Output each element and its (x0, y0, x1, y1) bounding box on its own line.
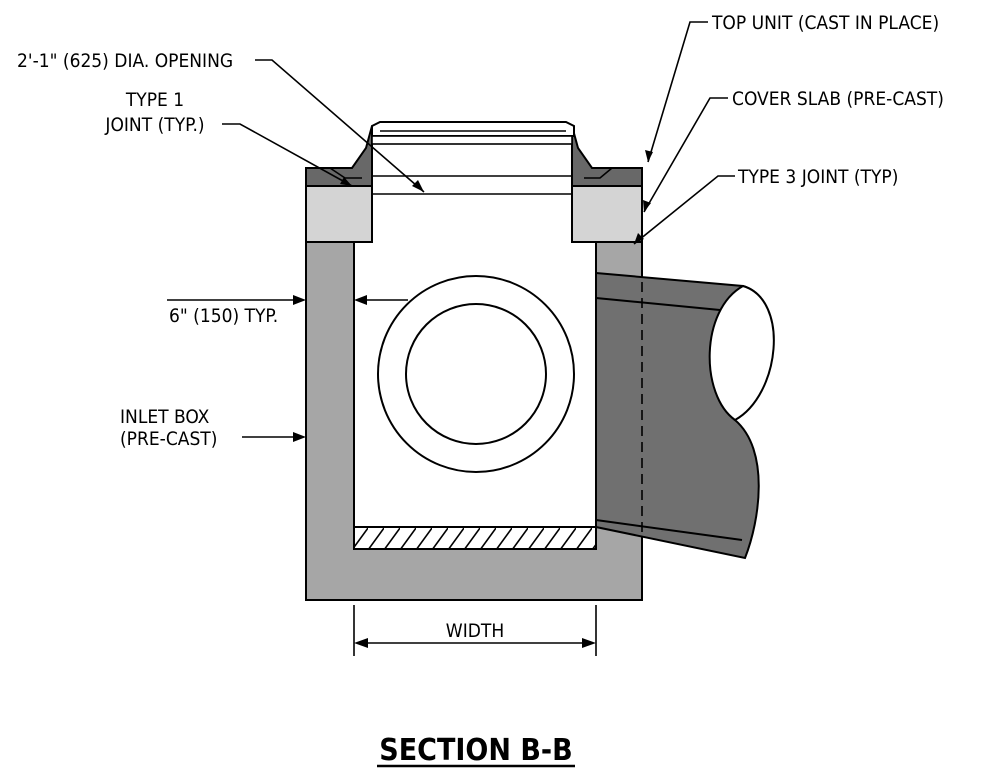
drawing-title: SECTION B-B (379, 733, 572, 768)
label-wall-thickness: 6" (150) TYP. (169, 305, 278, 327)
label-width: WIDTH (446, 620, 504, 642)
label-top-unit: TOP UNIT (CAST IN PLACE) (711, 12, 939, 34)
label-type3-joint: TYPE 3 JOINT (TYP) (737, 166, 898, 188)
label-type1-line1: TYPE 1 (125, 89, 184, 111)
pipe-end-opening (708, 284, 775, 422)
label-opening: 2'-1" (625) DIA. OPENING (17, 50, 233, 72)
top-unit-left (305, 125, 373, 187)
label-inlet-box-line2: (PRE-CAST) (120, 428, 217, 450)
cover-slab-right (571, 185, 643, 243)
label-inlet-box-line1: INLET BOX (120, 406, 210, 428)
top-unit-right (571, 125, 643, 187)
label-cover-slab: COVER SLAB (PRE-CAST) (732, 88, 944, 110)
floor-fill (353, 526, 597, 550)
manhole-cover (371, 121, 575, 137)
cover-slab-left (305, 185, 373, 243)
side-pipe-inner (405, 303, 547, 445)
label-type1-line2: JOINT (TYP.) (104, 114, 204, 136)
